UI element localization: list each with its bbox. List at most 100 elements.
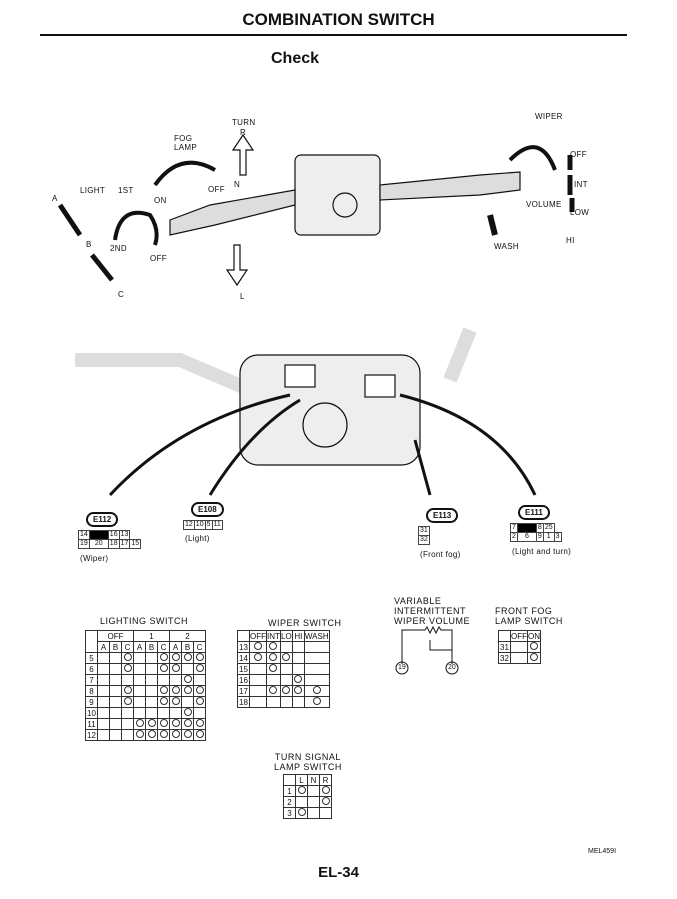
cell — [133, 685, 146, 697]
continuity-mark — [121, 663, 134, 675]
cell — [510, 641, 528, 653]
continuity-mark — [181, 674, 194, 686]
connector-key — [516, 523, 537, 533]
section-title: Check — [270, 50, 320, 67]
continuity-mark — [303, 685, 330, 697]
corner-cell — [498, 630, 511, 642]
cell — [133, 652, 146, 664]
cell — [133, 674, 146, 686]
switch-body-top — [169, 154, 521, 236]
terminal-row: 13 — [237, 641, 330, 653]
continuity-mark — [169, 685, 182, 697]
continuity-mark — [266, 652, 281, 664]
continuity-mark — [295, 785, 308, 797]
cell — [109, 696, 122, 708]
column-header: WASH — [303, 630, 330, 642]
pin: 2 — [510, 532, 518, 542]
column-header: A — [169, 641, 182, 653]
pin: 9 — [535, 532, 544, 542]
cell — [303, 663, 330, 675]
pin: 15 — [129, 539, 142, 549]
cell — [97, 652, 110, 664]
continuity-mark — [527, 652, 541, 664]
pin-row: 31 — [418, 526, 430, 536]
continuity-mark — [266, 685, 281, 697]
terminal-number: 32 — [498, 652, 511, 664]
cell — [266, 674, 281, 686]
column-header: HI — [291, 630, 305, 642]
continuity-mark — [303, 696, 330, 708]
cell — [291, 641, 305, 653]
terminal-row: 6 — [85, 663, 206, 675]
label-1st: 1ST — [118, 186, 134, 195]
label-fog-on: ON — [154, 196, 167, 205]
continuity-mark — [157, 696, 170, 708]
continuity-mark — [157, 718, 170, 730]
label-wash: WASH — [494, 242, 519, 251]
title-rule — [40, 34, 627, 36]
label-int: INT — [574, 180, 588, 189]
cell — [145, 685, 158, 697]
cell — [279, 641, 293, 653]
pin: 18 — [107, 539, 120, 549]
fog-switch-title: FRONT FOG LAMP SWITCH — [495, 606, 563, 626]
terminal-20: 20 — [448, 664, 456, 671]
cell — [145, 674, 158, 686]
column-header: R — [319, 774, 332, 786]
pin: 13 — [118, 530, 131, 540]
column-header: A — [133, 641, 146, 653]
connector-id-badge: E112 — [86, 512, 119, 527]
cell — [249, 663, 267, 675]
cell — [109, 718, 122, 730]
continuity-mark — [319, 785, 332, 797]
label-wiper: WIPER — [535, 112, 563, 121]
connector-caption: (Wiper) — [80, 554, 109, 563]
cell — [279, 696, 293, 708]
continuity-mark — [295, 807, 308, 819]
cell — [97, 707, 110, 719]
terminal-number: 31 — [498, 641, 511, 653]
pin: 14 — [78, 530, 90, 540]
label-r: R — [240, 128, 247, 137]
label-hi: HI — [566, 236, 575, 245]
pin: 8 — [535, 523, 544, 533]
cell — [109, 685, 122, 697]
cell — [169, 674, 182, 686]
label-low: LOW — [570, 208, 590, 217]
pin: 7 — [510, 523, 518, 533]
continuity-mark — [169, 718, 182, 730]
column-header: B — [109, 641, 122, 653]
continuity-mark — [181, 729, 194, 741]
label-n: N — [234, 180, 241, 189]
cell — [319, 807, 332, 819]
cell — [266, 696, 281, 708]
terminal-number: 2 — [283, 796, 296, 808]
label-2nd: 2ND — [110, 244, 127, 253]
continuity-mark — [279, 652, 293, 664]
connector-arrows — [108, 393, 537, 497]
cell — [97, 696, 110, 708]
terminal-row: 14 — [237, 652, 330, 664]
terminal-number: 12 — [85, 729, 98, 741]
cell — [181, 696, 194, 708]
cell — [249, 685, 267, 697]
cell — [291, 696, 305, 708]
label-turn: TURN — [232, 118, 256, 127]
continuity-mark — [157, 685, 170, 697]
figure-code: MEL459I — [588, 848, 617, 855]
terminal-number: 6 — [85, 663, 98, 675]
cell — [109, 652, 122, 664]
terminal-number: 7 — [85, 674, 98, 686]
cell — [97, 674, 110, 686]
continuity-mark — [121, 685, 134, 697]
continuity-mark — [181, 652, 194, 664]
continuity-mark — [169, 663, 182, 675]
wiper-switch-title: WIPER SWITCH — [268, 618, 342, 628]
continuity-mark — [145, 729, 158, 741]
cell — [109, 674, 122, 686]
